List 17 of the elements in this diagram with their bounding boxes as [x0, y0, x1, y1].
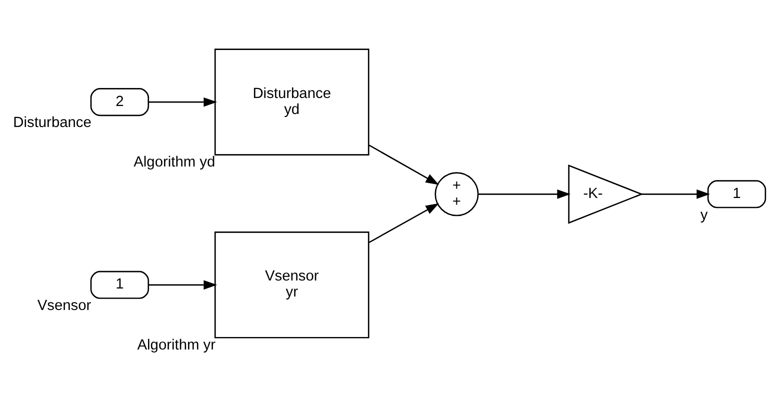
node-box: 2: [90, 88, 150, 116]
node-box: 1: [90, 270, 150, 299]
node-box: 1: [707, 180, 766, 208]
node-label: Vsensor: [37, 298, 92, 314]
node-label: Algorithm yd: [134, 154, 216, 171]
arrow: [148, 280, 218, 290]
node-label: y: [700, 207, 708, 224]
arrow: [368, 144, 440, 185]
arrow: [148, 97, 218, 107]
arrow: [368, 203, 440, 244]
node-label: Disturbance: [13, 115, 92, 132]
node-box: Vsensor yr: [214, 232, 370, 338]
node-box: Disturbance yd: [214, 48, 370, 156]
node-label: Algorithm yr: [137, 337, 216, 354]
node-circle: + +: [434, 172, 479, 216]
arrow: [641, 189, 710, 199]
arrow: [478, 189, 571, 199]
